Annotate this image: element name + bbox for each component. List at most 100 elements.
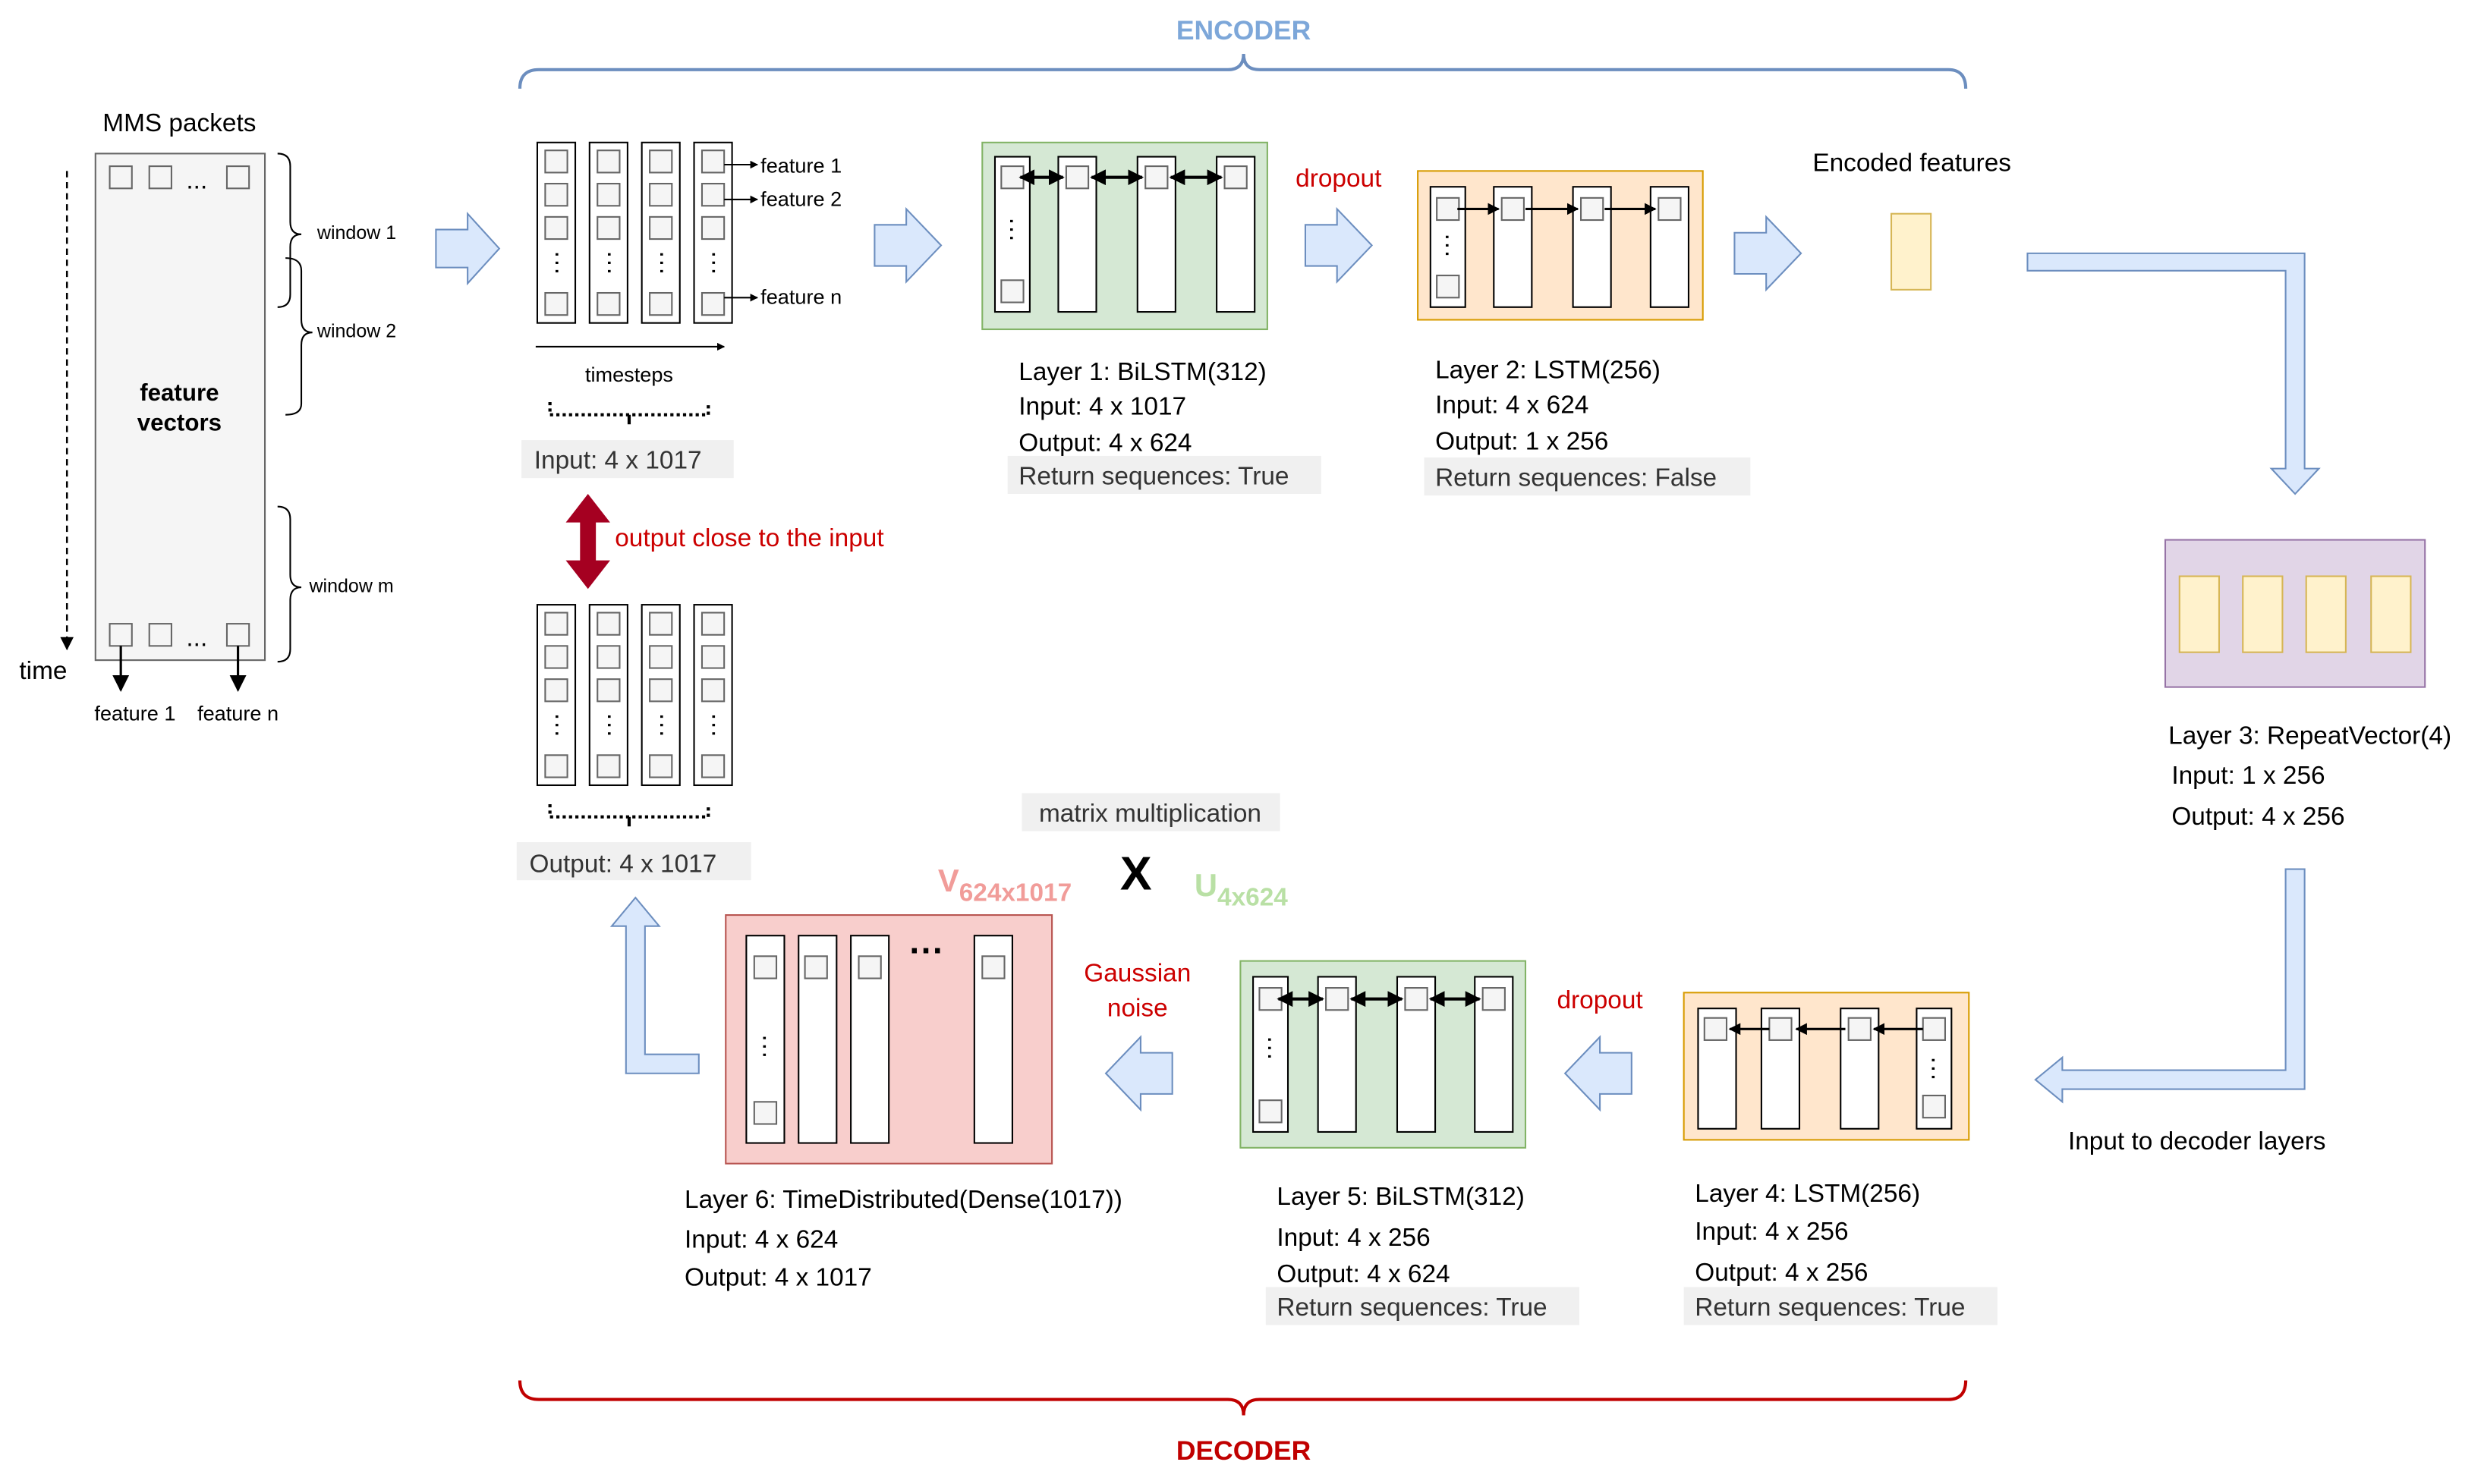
layer2-units xyxy=(1436,197,1682,299)
output-timestep-feature-cell xyxy=(649,754,673,778)
input-timestep-feature-cell xyxy=(597,149,621,174)
output-timestep-feature-cell xyxy=(544,754,568,778)
times-symbol: X xyxy=(1120,847,1152,901)
input-to-decoder-label: Input to decoder layers xyxy=(2068,1127,2326,1155)
output-timestep-vertical-dots: ··· xyxy=(648,712,676,737)
u-matrix-label: U4x624 xyxy=(1195,867,1288,912)
feature-vectors-label-1: feature xyxy=(140,379,219,406)
window-m-bracket xyxy=(277,505,302,663)
output-timestep-feature-cell xyxy=(597,612,621,636)
input-timestep-feature-cell xyxy=(544,215,568,241)
decoder-title: DECODER xyxy=(1176,1435,1311,1466)
layer1-units xyxy=(1000,165,1248,303)
input-timestep-feature-cell xyxy=(544,149,568,174)
input-timestep-feature-cell xyxy=(649,291,673,316)
layer5-units xyxy=(1258,987,1506,1124)
input-timestep-feature-cell xyxy=(649,149,673,174)
layer5-return: Return sequences: True xyxy=(1277,1294,1547,1322)
input-timestep-vertical-dots: ··· xyxy=(700,250,729,275)
gaussian-noise-line1: Gaussian xyxy=(1084,960,1191,988)
layer5-output: Output: 4 x 624 xyxy=(1277,1260,1450,1288)
arrow-repeat-to-layer4 xyxy=(2034,868,2306,1104)
output-close-double-arrow xyxy=(565,494,610,590)
layer4-return-bg xyxy=(1683,1287,1998,1325)
layer3-input: Input: 1 x 256 xyxy=(2171,762,2325,790)
feature-vectors-label-2: vectors xyxy=(137,410,222,436)
decoder-brace xyxy=(518,1380,1968,1416)
output-timestep-feature-cell xyxy=(544,678,568,703)
window-m-label: window m xyxy=(308,575,393,596)
output-label-bg xyxy=(516,842,751,881)
input-label: Input: 4 x 1017 xyxy=(534,447,702,475)
input-timestep-vertical-dots: ··· xyxy=(648,250,676,275)
feature-1-label: feature 1 xyxy=(94,701,175,725)
v-subscript: 624x1017 xyxy=(959,879,1072,907)
output-timestep-feature-cell xyxy=(544,612,568,636)
packet-bottom-ellipsis: ... xyxy=(186,624,207,652)
layer5-input: Input: 4 x 256 xyxy=(1277,1224,1430,1252)
window-2-label: window 2 xyxy=(316,320,396,341)
output-timestep-feature-cell xyxy=(649,645,673,669)
window-2-bracket xyxy=(285,257,313,416)
arrow-timesteps-to-layer1 xyxy=(874,206,943,285)
layer1-title: Layer 1: BiLSTM(312) xyxy=(1018,358,1266,386)
output-timestep-feature-cell xyxy=(700,678,726,703)
feature-vectors-panel xyxy=(94,152,266,662)
dropout-bottom-label: dropout xyxy=(1557,986,1643,1014)
output-dotted-brace xyxy=(548,804,710,827)
output-timestep-feature-cell xyxy=(597,754,621,778)
window-1-label: window 1 xyxy=(316,222,396,244)
arrow-layer6-to-output xyxy=(609,896,700,1074)
v-matrix-label: V624x1017 xyxy=(938,863,1072,907)
layer2-title: Layer 2: LSTM(256) xyxy=(1435,357,1661,385)
output-timestep-vertical-dots: ··· xyxy=(700,712,729,737)
output-close-label: output close to the input xyxy=(615,524,884,552)
layer6-title: Layer 6: TimeDistributed(Dense(1017)) xyxy=(685,1186,1122,1214)
input-timestep-feature-cell xyxy=(544,291,568,316)
output-timestep-feature-cell xyxy=(700,612,726,636)
input-timestep-feature-cell xyxy=(649,183,673,207)
timesteps-label: timesteps xyxy=(585,363,673,386)
encoded-feature-vector xyxy=(1890,212,1932,291)
layer6-vertical-dots: ··· xyxy=(751,1034,779,1059)
layer4-vertical-dots: ··· xyxy=(1920,1056,1948,1081)
output-timestep-feature-cell xyxy=(597,645,621,669)
output-timestep-feature-cell xyxy=(700,754,726,778)
layer4-return: Return sequences: True xyxy=(1695,1294,1965,1322)
layer4-input: Input: 4 x 256 xyxy=(1695,1218,1848,1246)
matrix-mult-label: matrix multiplication xyxy=(1039,800,1261,828)
layer6-output: Output: 4 x 1017 xyxy=(685,1263,872,1291)
layer2-vertical-dots: ··· xyxy=(1434,233,1462,258)
layer1-output: Output: 4 x 624 xyxy=(1018,429,1192,457)
layer5-vertical-dots: ··· xyxy=(1257,1036,1285,1061)
layer3-output: Output: 4 x 256 xyxy=(2171,803,2344,831)
window-1-bracket xyxy=(277,152,302,308)
layer1-return: Return sequences: True xyxy=(1018,463,1289,491)
input-label-bg xyxy=(521,440,734,479)
layer2-input: Input: 4 x 624 xyxy=(1435,391,1588,420)
layer5-title: Layer 5: BiLSTM(312) xyxy=(1277,1183,1524,1211)
time-label: time xyxy=(19,657,67,685)
layer5-return-bg xyxy=(1265,1287,1579,1325)
v-main: V xyxy=(938,863,959,898)
layer6-horizontal-dots: ··· xyxy=(909,931,944,970)
input-timestep-feature-cell xyxy=(597,291,621,316)
input-timestep-columns: ············ xyxy=(536,141,733,324)
ts-feature-1-label: feature 1 xyxy=(760,153,842,177)
flow-arrows xyxy=(435,206,2321,1112)
packet-top-ellipsis: ... xyxy=(186,166,207,194)
packet-top-row xyxy=(109,165,250,190)
layer2-return-bg xyxy=(1424,457,1751,496)
layer4-units xyxy=(1703,1017,1947,1119)
input-timestep-feature-cell xyxy=(649,215,673,241)
layer4-title: Layer 4: LSTM(256) xyxy=(1695,1180,1920,1208)
output-timestep-feature-cell xyxy=(649,678,673,703)
input-timestep-vertical-dots: ··· xyxy=(597,250,625,275)
output-label: Output: 4 x 1017 xyxy=(530,850,717,879)
layer6-input: Input: 4 x 624 xyxy=(685,1225,838,1253)
dropout-top-label: dropout xyxy=(1296,165,1382,193)
input-timestep-feature-cell xyxy=(597,215,621,241)
output-timestep-feature-cell xyxy=(597,678,621,703)
output-timestep-columns: ············ xyxy=(536,604,733,787)
